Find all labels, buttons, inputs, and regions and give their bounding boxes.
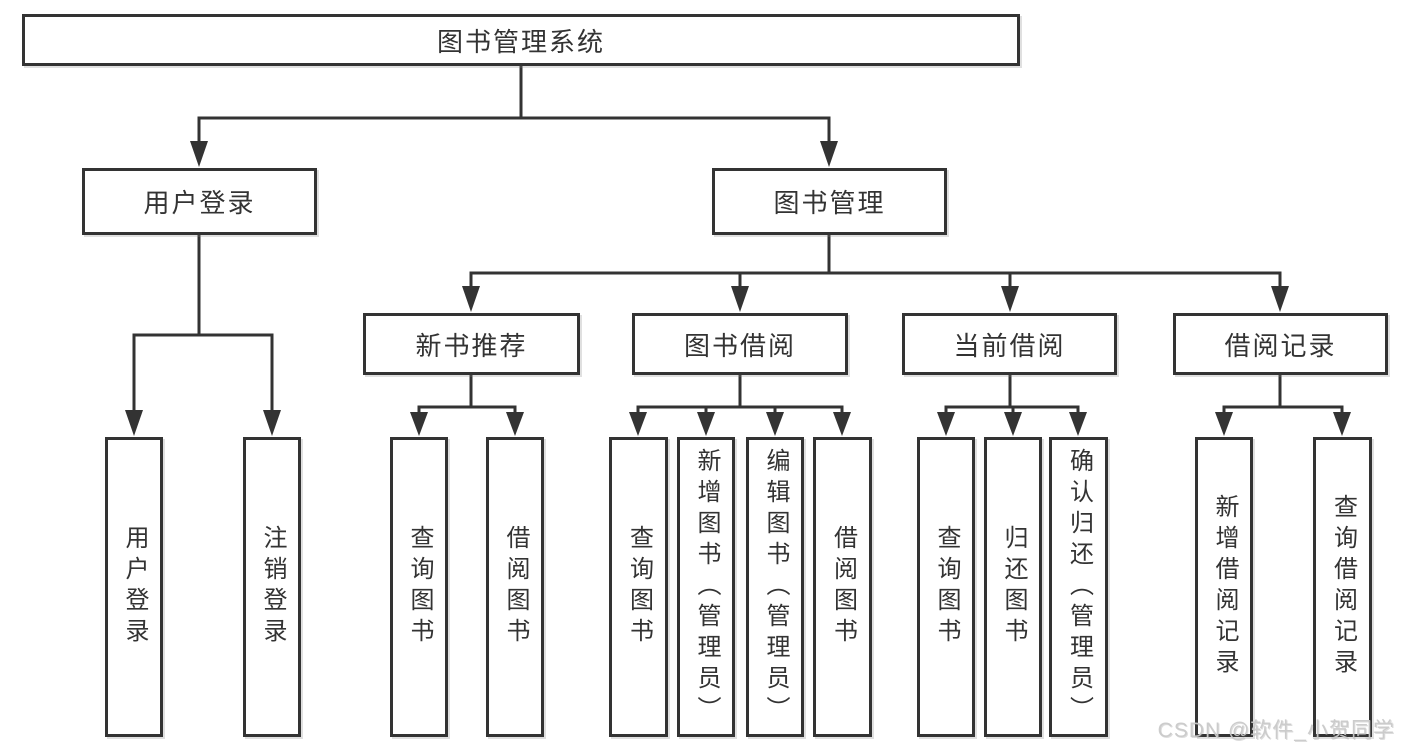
leaf-label-record-add: 新增借阅记录 [1211,494,1238,680]
leaf-box-newbook-borrow: 借阅图书 [486,437,544,737]
node-label-current-borrow: 当前借阅 [953,330,1066,361]
leaf-box-newbook-query: 查询图书 [390,437,448,737]
leaf-box-borrow-edit-book: 编辑图书（管理员） [746,437,804,737]
arrowhead [731,286,749,312]
leaf-label-current-confirm-return: 确认归还（管理员） [1065,447,1093,727]
node-label-new-book-recommend: 新书推荐 [415,330,528,361]
leaf-label-borrow-edit-book: 编辑图书（管理员） [762,447,789,727]
arrowhead [462,286,480,312]
leaf-label-newbook-query: 查询图书 [406,525,433,649]
leaf-box-record-add: 新增借阅记录 [1195,437,1253,737]
node-label-root: 图书管理系统 [436,26,605,57]
node-label-borrow-record: 借阅记录 [1224,330,1337,361]
node-box-book-borrow: 图书借阅 [632,313,848,375]
node-box-user-login: 用户登录 [82,168,317,235]
leaf-box-current-return: 归还图书 [984,437,1042,737]
leaf-label-record-query: 查询借阅记录 [1329,494,1357,680]
connector-borrow-record-split [1222,375,1344,415]
leaf-box-borrow-borrow-book: 借阅图书 [813,437,872,737]
arrowhead [697,412,715,436]
csdn-watermark: CSDN @软件_小贺同学 [1157,719,1395,742]
arrowhead [1215,412,1233,436]
node-box-new-book-recommend: 新书推荐 [363,313,580,375]
leaf-label-borrow-borrow-book: 借阅图书 [829,525,857,649]
arrowhead [1333,412,1351,436]
connector-current-borrow-split [944,375,1080,415]
leaf-box-user-login: 用户登录 [105,437,163,737]
node-box-borrow-record: 借阅记录 [1173,313,1388,375]
leaf-box-borrow-query: 查询图书 [609,437,668,737]
arrowhead [506,412,524,436]
connector-new-book-split [417,375,517,415]
arrowhead [1271,286,1289,312]
leaf-label-current-query: 查询图书 [933,525,960,649]
arrowhead [937,412,955,436]
connector-user-login-split [132,235,274,413]
arrowhead [190,141,208,167]
node-label-user-login: 用户登录 [143,188,256,218]
connector-book-mgmt-split [469,235,1282,290]
arrowhead [410,412,428,436]
leaf-box-record-query: 查询借阅记录 [1313,437,1372,737]
connector-book-borrow-split [636,375,844,415]
arrowhead [833,412,851,436]
leaf-label-user-login: 用户登录 [121,525,148,649]
arrowheads [125,141,1351,436]
leaf-label-borrow-add-book: 新增图书（管理员） [693,447,720,727]
leaf-box-borrow-add-book: 新增图书（管理员） [677,437,735,737]
leaf-box-current-query: 查询图书 [917,437,975,737]
arrowhead [1069,412,1087,436]
leaf-label-borrow-query: 查询图书 [625,525,653,649]
leaf-box-logout: 注销登录 [243,437,301,737]
connector-root-to-level2 [197,66,831,146]
arrowhead [263,410,281,436]
arrowhead [766,412,784,436]
arrowhead [1004,412,1022,436]
node-label-book-borrow: 图书借阅 [683,330,796,361]
leaf-label-logout: 注销登录 [259,525,286,649]
node-box-root: 图书管理系统 [22,14,1020,66]
leaf-label-current-return: 归还图书 [1000,525,1027,649]
connector-lines [132,66,1344,415]
leaf-label-newbook-borrow: 借阅图书 [502,525,529,649]
node-box-book-management: 图书管理 [712,168,947,235]
node-box-current-borrow: 当前借阅 [902,313,1117,375]
node-label-book-management: 图书管理 [773,188,886,218]
arrowhead [820,141,838,167]
arrowhead [629,412,647,436]
arrowhead [1001,286,1019,312]
leaf-box-current-confirm-return: 确认归还（管理员） [1049,437,1108,737]
arrowhead [125,410,143,436]
